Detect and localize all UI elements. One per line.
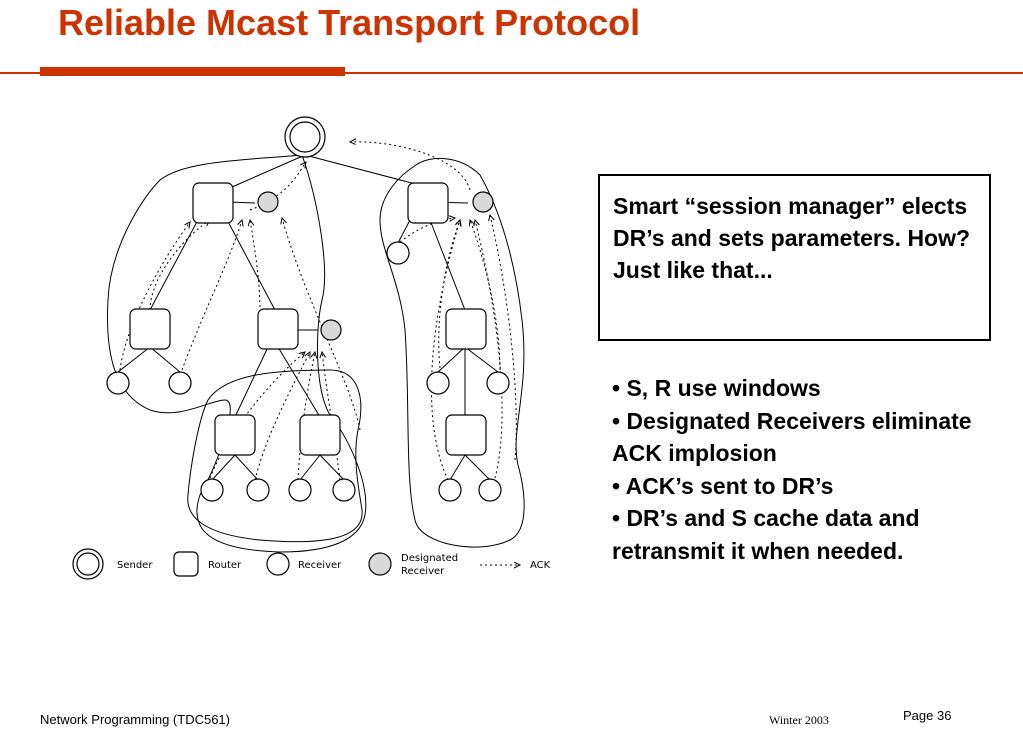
designated-receiver-node [320,319,342,341]
receiver-node [288,478,312,502]
sender-node [284,116,326,158]
bullet-item: • DR’s and S cache data and retransmit i… [612,505,920,564]
bullet-item: • S, R use windows [612,375,821,401]
router-node [407,182,449,224]
footer-course: Network Programming (TDC561) [40,712,230,727]
legend-sender-label: Sender [117,560,153,571]
legend-receiver-label: Receiver [298,560,342,571]
legend-designated-receiver-label-2: Receiver [401,566,445,577]
title-rule-thick [40,67,345,76]
session-manager-callout: Smart “session manager” elects DR’s and … [598,174,991,341]
receiver-node [246,478,270,502]
region-outline-middle [187,369,363,543]
router-node [445,414,487,456]
legend-ack-label: ACK [530,560,551,571]
slide-title: Reliable Mcast Transport Protocol [58,2,641,43]
legend-designated-receiver-label-1: Designated [401,553,458,564]
receiver-node [426,371,450,395]
receiver-node [332,478,356,502]
receiver-node [486,371,510,395]
router-node [445,308,487,350]
diagram-legend: Sender Router Receiver Designated Receiv… [72,548,551,580]
router-node [257,308,299,350]
router-node [129,308,171,350]
bullet-list: • S, R use windows • Designated Receiver… [612,372,1017,567]
receiver-node [168,371,192,395]
region-outline-left [107,154,367,553]
designated-receiver-node [257,191,279,213]
bullet-item: • Designated Receivers eliminate ACK imp… [612,407,972,467]
legend-receiver-symbol [266,552,290,576]
bullet-item: • ACK’s sent to DR’s [612,472,834,499]
designated-receiver-node [472,191,494,213]
receiver-node [106,371,130,395]
title-rule-thin [0,72,1023,74]
footer-term: Winter 2003 [769,713,829,727]
receiver-node [478,478,502,502]
router-node [299,414,341,456]
legend-designated-receiver-symbol [368,552,392,576]
receiver-node [386,241,410,265]
receiver-node [200,478,224,502]
multicast-tree-diagram: Sender Router Receiver Designated Receiv… [72,116,551,580]
router-node [214,414,256,456]
legend-router-label: Router [208,560,242,571]
receiver-node [438,478,462,502]
router-node [192,182,234,224]
legend-router-symbol [173,551,199,577]
callout-text: Smart “session manager” elects DR’s and … [613,193,971,283]
footer-page-number: Page 36 [903,708,952,723]
region-outline-right [379,157,525,548]
